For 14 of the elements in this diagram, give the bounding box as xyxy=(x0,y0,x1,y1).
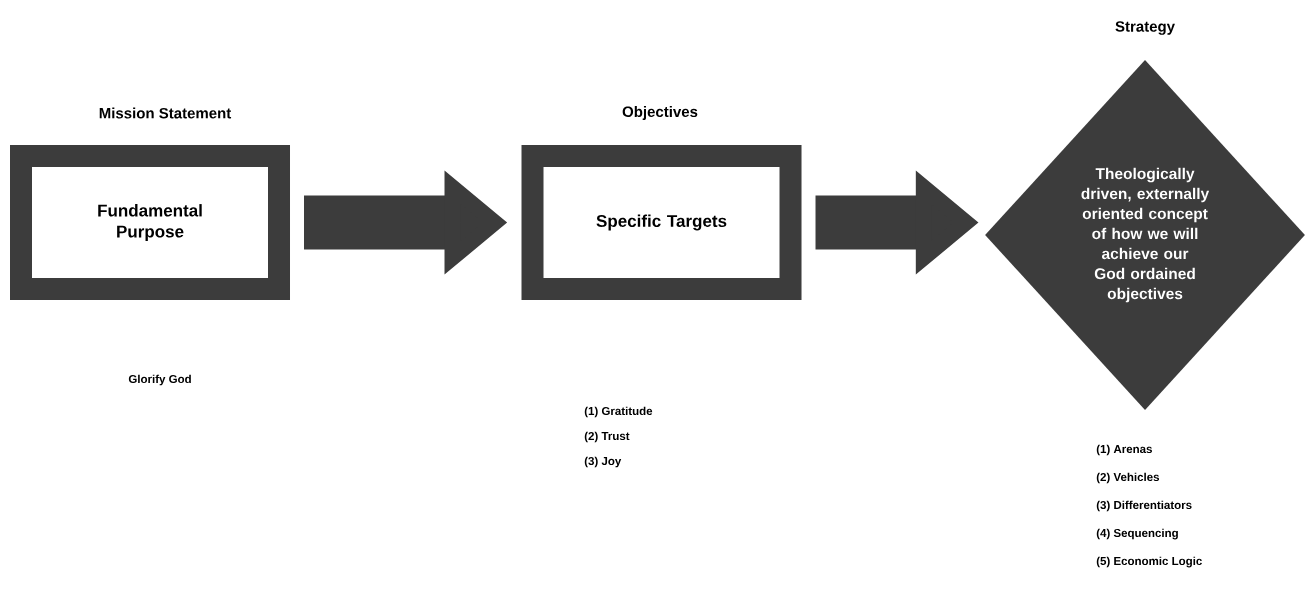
heading: Mission Statement xyxy=(99,107,232,119)
list-item: (1) Arenas xyxy=(1096,444,1152,456)
process-box: Specific Targets xyxy=(521,145,802,300)
list-item: (3) Joy xyxy=(584,456,622,468)
list-item: (3) Differentiators xyxy=(1096,500,1192,512)
list-item: (2) Trust xyxy=(584,431,630,443)
list-item: (2) Vehicles xyxy=(1096,472,1160,484)
process-box: Fundamental Purpose xyxy=(10,145,290,300)
heading: Objectives xyxy=(622,106,698,120)
list-item: (1) Gratitude xyxy=(584,406,653,418)
list-item: (4) Sequencing xyxy=(1096,528,1178,540)
heading: Strategy xyxy=(1115,21,1175,35)
note-text: Glorify God xyxy=(128,374,191,386)
list-item: (5) Economic Logic xyxy=(1096,556,1202,568)
